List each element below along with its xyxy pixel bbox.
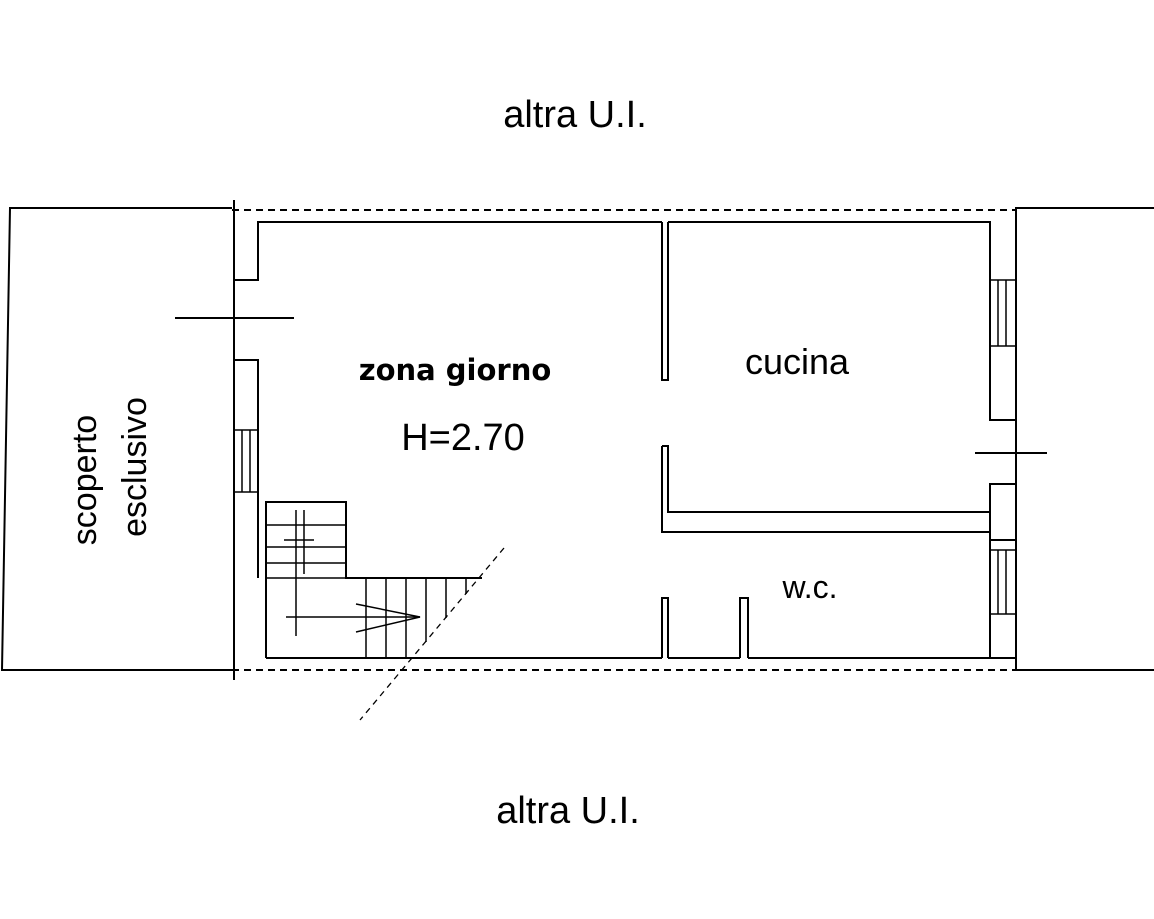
living-zone-label: zona giorno bbox=[359, 353, 552, 387]
outdoor-label-line2: esclusivo bbox=[116, 397, 154, 537]
outdoor-area: scoperto esclusivo bbox=[0, 207, 232, 671]
outdoor-label-line1: scoperto bbox=[66, 415, 104, 545]
right-boundary bbox=[1015, 207, 1154, 671]
kitchen-label: cucina bbox=[745, 341, 850, 382]
kitchen-window bbox=[989, 279, 1017, 347]
ceiling-height-label: H=2.70 bbox=[401, 417, 525, 459]
wc-window bbox=[989, 549, 1017, 615]
staircase bbox=[265, 501, 505, 721]
exterior-walls bbox=[233, 200, 1016, 680]
top-neighbor-label: altra U.I. bbox=[503, 94, 647, 136]
left-window bbox=[233, 429, 259, 493]
interior-partitions bbox=[661, 222, 990, 658]
wc-label: w.c. bbox=[781, 569, 837, 605]
bottom-neighbor-label: altra U.I. bbox=[496, 790, 640, 832]
